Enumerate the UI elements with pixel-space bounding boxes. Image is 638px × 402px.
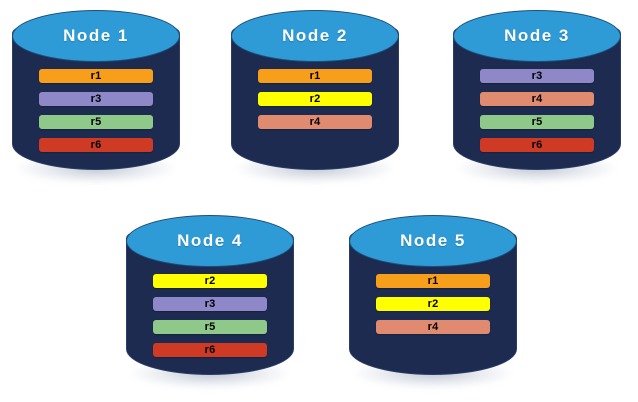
replica-bar-r3: r3	[480, 69, 594, 83]
replica-bar-r6: r6	[480, 138, 594, 152]
replica-bar-r1: r1	[39, 69, 153, 83]
replica-list: r3 r4 r5 r6	[480, 69, 594, 161]
replica-label: r3	[204, 297, 216, 310]
replica-bar-r2: r2	[153, 274, 267, 288]
replica-list: r1 r2 r4	[376, 274, 490, 343]
replica-label: r5	[204, 320, 216, 333]
replica-bar-r3: r3	[39, 92, 153, 106]
replica-label: r4	[531, 92, 543, 105]
database-node-3: Node 3 r3 r4 r5 r6	[449, 8, 625, 186]
replica-bar-r1: r1	[258, 69, 372, 83]
replica-bar-r4: r4	[480, 92, 594, 106]
cylinder-top-ellipse: Node 1	[12, 10, 180, 62]
replica-bar-r1: r1	[376, 274, 490, 288]
replica-bar-r5: r5	[480, 115, 594, 129]
replica-label: r3	[90, 92, 102, 105]
replica-label: r6	[90, 138, 102, 151]
replica-label: r4	[309, 115, 321, 128]
replica-label: r5	[90, 115, 102, 128]
node-title: Node 5	[400, 231, 466, 250]
replica-bar-r2: r2	[376, 297, 490, 311]
replica-label: r2	[427, 297, 439, 310]
replica-bar-r6: r6	[39, 138, 153, 152]
replica-label: r5	[531, 115, 543, 128]
database-node-2: Node 2 r1 r2 r4	[227, 8, 403, 186]
replica-list: r1 r3 r5 r6	[39, 69, 153, 161]
replica-label: r1	[427, 274, 439, 287]
cylinder-top-ellipse: Node 3	[453, 10, 621, 62]
database-node-4: Node 4 r2 r3 r5 r6	[122, 213, 298, 391]
replica-list: r2 r3 r5 r6	[153, 274, 267, 366]
cylinder-top-ellipse: Node 5	[349, 215, 517, 267]
replica-label: r2	[309, 92, 321, 105]
replica-bar-r4: r4	[376, 320, 490, 334]
replica-bar-r6: r6	[153, 343, 267, 357]
replica-label: r4	[427, 320, 439, 333]
node-title: Node 3	[504, 26, 570, 45]
replica-bar-r4: r4	[258, 115, 372, 129]
replica-bar-r5: r5	[153, 320, 267, 334]
replica-label: r3	[531, 69, 543, 82]
replica-label: r2	[204, 274, 216, 287]
database-node-1: Node 1 r1 r3 r5 r6	[8, 8, 184, 186]
node-title: Node 2	[282, 26, 348, 45]
replica-label: r1	[309, 69, 321, 82]
replica-label: r1	[90, 69, 102, 82]
node-title: Node 1	[63, 26, 129, 45]
replica-bar-r3: r3	[153, 297, 267, 311]
replica-label: r6	[531, 138, 543, 151]
database-node-5: Node 5 r1 r2 r4	[345, 213, 521, 391]
cylinder-top-ellipse: Node 2	[231, 10, 399, 62]
node-title: Node 4	[177, 231, 243, 250]
replica-bar-r5: r5	[39, 115, 153, 129]
replica-list: r1 r2 r4	[258, 69, 372, 138]
replica-bar-r2: r2	[258, 92, 372, 106]
replica-label: r6	[204, 343, 216, 356]
cylinder-top-ellipse: Node 4	[126, 215, 294, 267]
